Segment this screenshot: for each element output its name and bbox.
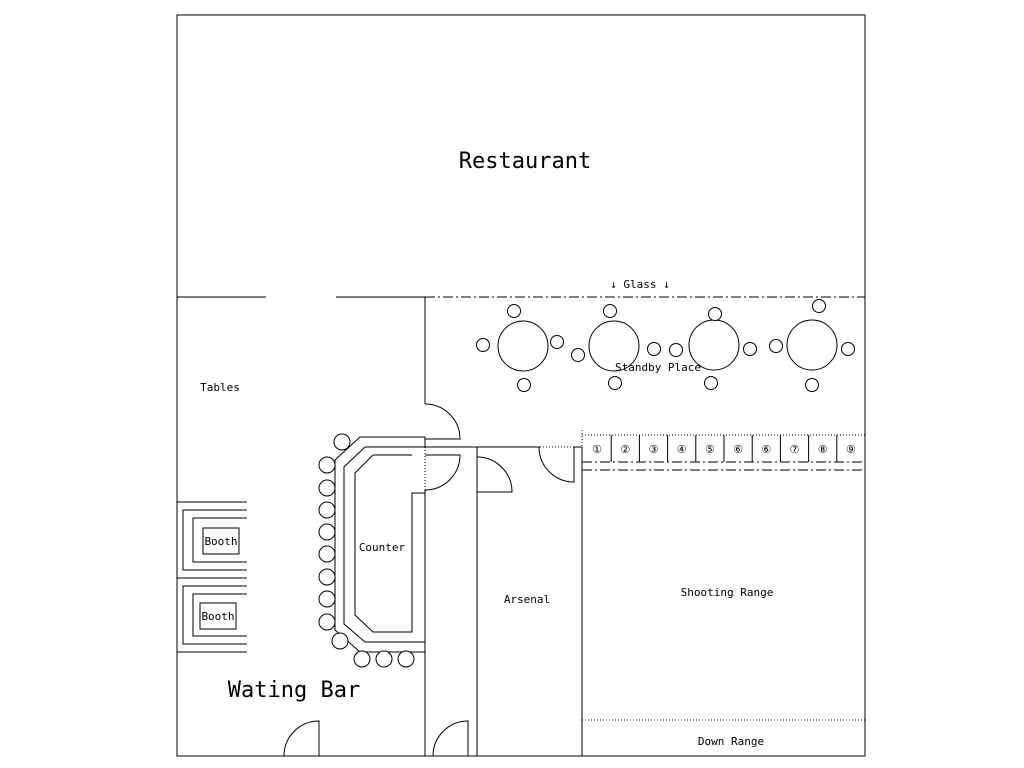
lane-number: ⑤ bbox=[705, 443, 715, 456]
round-table bbox=[588, 320, 640, 372]
standby-tables bbox=[476, 299, 855, 392]
bar-stool bbox=[353, 650, 371, 668]
door-counter bbox=[424, 454, 461, 491]
counter-inner bbox=[354, 454, 425, 633]
arsenal-label: Arsenal bbox=[504, 593, 550, 606]
lane-dividers bbox=[610, 435, 866, 462]
tables-label: Tables bbox=[200, 381, 240, 394]
lane-number: ② bbox=[620, 443, 630, 456]
door-entrance bbox=[283, 720, 320, 757]
lane-number: ③ bbox=[649, 443, 659, 456]
bar-stool bbox=[318, 613, 336, 631]
bar-stool bbox=[318, 545, 336, 563]
lane-number: ⑥ bbox=[733, 443, 743, 456]
lane-labels: ① ② ③ ④ ⑤ ⑥ ⑥ ⑦ ⑧ ⑨ bbox=[592, 443, 856, 456]
chair bbox=[608, 376, 622, 390]
chair bbox=[507, 304, 521, 318]
lane-number: ① bbox=[592, 443, 602, 456]
outer-wall bbox=[176, 14, 866, 757]
bar-stools bbox=[318, 433, 415, 668]
chair bbox=[743, 342, 757, 356]
shooting-range-label: Shooting Range bbox=[681, 586, 774, 599]
chair bbox=[805, 378, 819, 392]
counter-label: Counter bbox=[359, 541, 406, 554]
door-standby bbox=[424, 403, 461, 440]
chair bbox=[708, 307, 722, 321]
waiting-bar-label: Wating Bar bbox=[228, 678, 360, 703]
booth-2 bbox=[176, 577, 247, 653]
lane-number: ⑧ bbox=[818, 443, 828, 456]
bar-stool bbox=[318, 590, 336, 608]
lane-number: ⑦ bbox=[790, 443, 800, 456]
round-table bbox=[497, 320, 549, 372]
chair bbox=[550, 335, 564, 349]
bar-stool bbox=[375, 650, 393, 668]
chair bbox=[812, 299, 826, 313]
chair bbox=[704, 376, 718, 390]
chair bbox=[517, 378, 531, 392]
bar-stool bbox=[397, 650, 415, 668]
lane-number: ④ bbox=[677, 443, 687, 456]
bar-stool bbox=[331, 632, 349, 650]
bar-stool bbox=[318, 523, 336, 541]
lane-number: ⑥ bbox=[761, 443, 771, 456]
restaurant-label: Restaurant bbox=[459, 149, 591, 174]
booth-1-label: Booth bbox=[204, 535, 237, 548]
chair bbox=[571, 348, 585, 362]
chair bbox=[841, 342, 855, 356]
bar-stool bbox=[333, 433, 351, 451]
chair bbox=[669, 343, 683, 357]
chair bbox=[647, 342, 661, 356]
chair bbox=[476, 338, 490, 352]
door-back bbox=[432, 720, 469, 757]
round-table bbox=[786, 319, 838, 371]
bar-stool bbox=[318, 568, 336, 586]
glass-label: ↓ Glass ↓ bbox=[610, 278, 670, 291]
bar-stool bbox=[318, 479, 336, 497]
bar-stool bbox=[318, 501, 336, 519]
booth-2-label: Booth bbox=[201, 610, 234, 623]
chair bbox=[603, 304, 617, 318]
lane-number: ⑨ bbox=[846, 443, 856, 456]
door-arsenal-inner bbox=[476, 456, 513, 493]
chair bbox=[769, 339, 783, 353]
standby-label: Standby Place bbox=[615, 361, 701, 374]
bar-stool bbox=[318, 456, 336, 474]
door-arsenal-range bbox=[538, 446, 575, 483]
down-range-label: Down Range bbox=[698, 735, 764, 748]
